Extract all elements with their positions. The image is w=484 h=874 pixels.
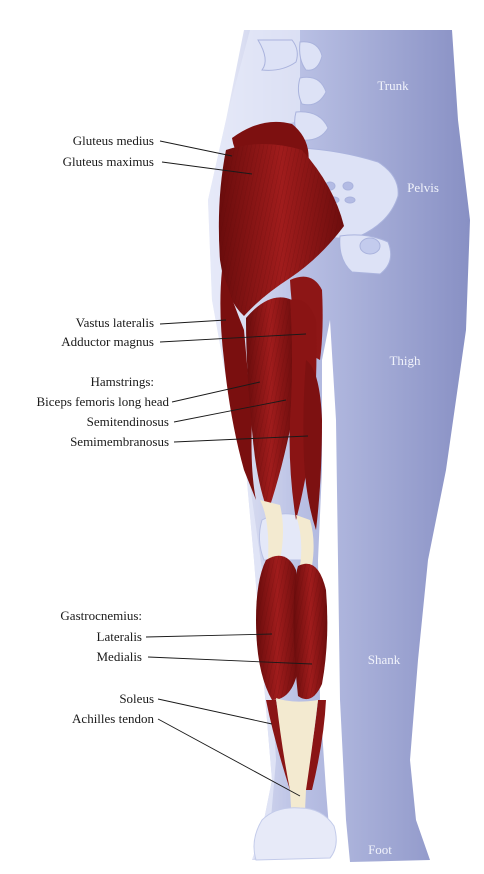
label-hamstrings: Hamstrings: — [90, 374, 154, 389]
label-soleus: Soleus — [119, 691, 154, 706]
region-label-pelvis: Pelvis — [407, 180, 439, 195]
semitendinosus-muscle — [289, 299, 317, 520]
label-semitendinosus: Semitendinosus — [87, 414, 169, 429]
semimembranosus-muscle — [303, 360, 322, 530]
leader-lines — [145, 140, 313, 797]
label-gluteus-maximus: Gluteus maximus — [63, 154, 154, 169]
region-label-trunk: Trunk — [377, 78, 409, 93]
label-vastus-lateralis: Vastus lateralis — [76, 315, 154, 330]
body-highlight — [208, 30, 300, 860]
region-label-thigh: Thigh — [389, 353, 421, 368]
label-medialis: Medialis — [97, 649, 143, 664]
region-label-foot: Foot — [368, 842, 392, 857]
label-gluteus-medius: Gluteus medius — [73, 133, 154, 148]
label-adductor-magnus: Adductor magnus — [61, 334, 154, 349]
achilles-tendon — [276, 698, 318, 850]
vastus-lateralis-muscle — [220, 270, 256, 500]
knee-tendons — [260, 500, 314, 566]
label-semimembranosus: Semimembranosus — [70, 434, 169, 449]
label-lateralis: Lateralis — [97, 629, 142, 644]
heel-foot — [253, 807, 337, 861]
label-achilles-tendon: Achilles tendon — [72, 711, 154, 726]
region-label-shank: Shank — [368, 652, 401, 667]
label-gastrocnemius: Gastrocnemius: — [60, 608, 142, 623]
label-biceps-femoris: Biceps femoris long head — [37, 394, 170, 409]
soleus-muscle — [266, 700, 326, 790]
